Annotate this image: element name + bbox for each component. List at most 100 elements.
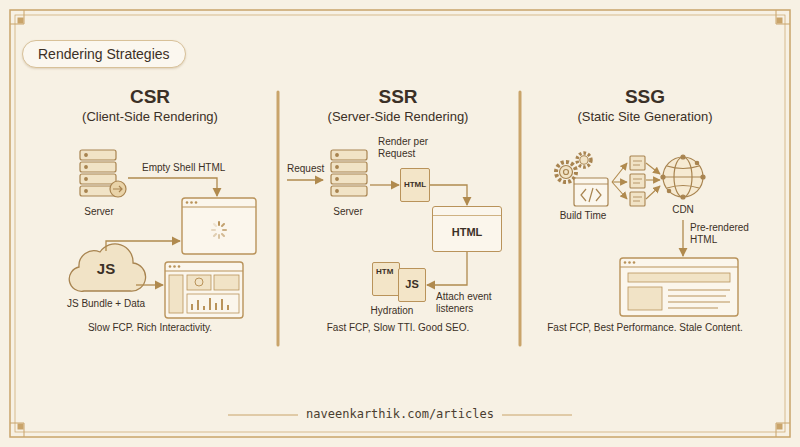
globe-icon-part — [695, 161, 698, 164]
column-divider-part — [277, 92, 280, 345]
arrow-label: Render per Request — [378, 136, 440, 159]
code-window-part — [581, 188, 601, 202]
globe-icon-part — [667, 189, 670, 192]
dashboard-window-part — [165, 262, 243, 318]
column-divider-part — [519, 92, 522, 345]
node-label: CDN — [660, 204, 706, 216]
server-icon-part — [80, 150, 116, 160]
page-window-part — [628, 287, 662, 310]
fan-arrow-part — [646, 179, 660, 180]
flow-connector — [430, 185, 467, 205]
code-window-part — [574, 184, 608, 185]
node-label: JS — [60, 260, 152, 278]
browser-window: HTML — [432, 206, 502, 252]
flow-arrow — [128, 178, 217, 196]
page-window-part — [668, 290, 730, 308]
server-icon — [331, 150, 367, 196]
server-icon-part — [336, 190, 339, 193]
title-pill: Rendering Strategies — [22, 40, 186, 68]
loading-spinner — [212, 222, 226, 238]
loading-spinner-part — [214, 234, 216, 236]
server-icon-part — [85, 166, 88, 169]
dashboard-window — [165, 262, 243, 318]
fan-arrow-part — [612, 182, 627, 199]
footer-url: naveenkarthik.com/articles — [270, 407, 530, 421]
flow-arrow — [106, 241, 180, 251]
fan-arrow-part — [612, 181, 627, 182]
globe-icon-part — [663, 176, 703, 177]
frame-part — [18, 424, 23, 429]
server-icon-part — [331, 186, 367, 196]
globe-icon-part — [681, 195, 685, 199]
browser-window-part — [195, 201, 198, 204]
html-document: HTML — [400, 168, 430, 202]
page-window-part — [633, 261, 636, 264]
server-icon-part — [331, 150, 367, 160]
dashboard-window-part — [187, 294, 239, 313]
server-icon-part — [331, 174, 367, 184]
frame-part — [15, 15, 785, 432]
gear-icon-part — [577, 153, 591, 167]
dashboard-window-part — [214, 275, 239, 290]
cdn-node: CDN — [660, 154, 706, 218]
flow-arrow — [136, 284, 163, 285]
globe-icon-part — [667, 166, 699, 188]
server-icon — [80, 150, 126, 197]
footer-rule-part — [502, 415, 572, 416]
html-document: HTM — [372, 262, 400, 296]
loading-spinner-part — [222, 234, 224, 236]
page-icon-part — [630, 156, 645, 170]
frame-part — [10, 10, 790, 437]
page-icon-part — [630, 174, 645, 188]
server-icon-part — [85, 190, 88, 193]
column-subheading: (Static Site Generation) — [535, 109, 755, 125]
arrow-label: Empty Shell HTML — [142, 162, 242, 174]
summary-note: Fast FCP, Slow TTI. Good SEO. — [283, 322, 513, 334]
page-window — [620, 258, 738, 316]
server-icon-part — [80, 174, 116, 184]
loading-spinner-part — [223, 229, 226, 231]
column-heading: SSR — [298, 86, 498, 109]
node-label: Server — [326, 206, 370, 218]
fan-arrow-part — [646, 163, 660, 174]
frame-part — [777, 424, 782, 429]
page-icon-part — [630, 192, 645, 206]
browser-window-part — [186, 201, 189, 204]
loading-spinner-part — [218, 235, 220, 238]
arrow-label: Attach event listeners — [436, 291, 514, 314]
page-window-part — [628, 261, 631, 264]
node-caption: Hydration — [357, 305, 427, 317]
node-label: Server — [66, 206, 132, 218]
frame-part — [777, 18, 782, 23]
loading-spinner-part — [222, 224, 224, 226]
arrow-label: Request — [287, 163, 337, 175]
server-icon-part — [85, 178, 88, 181]
gear-icon-part — [564, 170, 569, 175]
globe-icon-part — [701, 175, 705, 179]
summary-note: Slow FCP. Rich Interactivity. — [30, 322, 270, 334]
node-label: HTML — [401, 180, 429, 190]
frame — [10, 10, 790, 437]
column-subheading: (Client-Side Rendering) — [40, 109, 260, 125]
flow-connector — [370, 184, 399, 185]
code-window-part — [574, 178, 608, 206]
page-icon-part — [633, 161, 642, 201]
flow-arrow — [682, 220, 683, 256]
request-arrow — [287, 179, 323, 180]
globe-icon-part — [681, 155, 685, 159]
window-bar — [433, 207, 501, 216]
column-divider — [278, 92, 520, 345]
arrow-label: Pre-rendered HTML — [690, 222, 756, 245]
server-icon-part — [110, 181, 126, 197]
node-label: JS — [399, 278, 425, 291]
globe-icon — [661, 155, 705, 199]
column-heading: CSR — [50, 86, 250, 109]
gear-icon-part — [556, 162, 576, 182]
dashboard-window-part — [173, 265, 176, 268]
browser-window-part — [182, 198, 256, 254]
page-window-part — [620, 258, 738, 316]
node-caption: JS Bundle + Data — [60, 298, 152, 310]
node-label: HTML — [433, 226, 501, 239]
footer-rule-part — [228, 415, 298, 416]
